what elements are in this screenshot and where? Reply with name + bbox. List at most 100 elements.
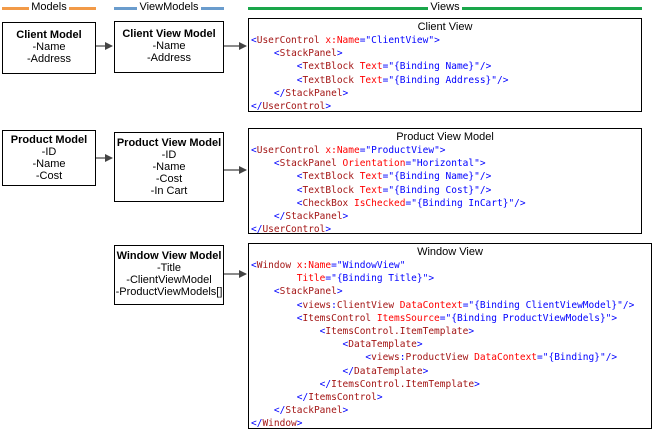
- code-token: </: [251, 224, 263, 236]
- code-token: ">: [605, 312, 618, 324]
- product-viewmodel-field: -Cost: [155, 173, 183, 185]
- code-token: ItemsSource: [376, 312, 440, 324]
- client-view-title: Client View: [417, 21, 473, 33]
- code-token: >: [422, 365, 429, 377]
- code-token: ClientView: [371, 35, 429, 46]
- code-token: <: [251, 35, 257, 46]
- code-token: "/>: [474, 61, 492, 73]
- code-token: </: [296, 392, 309, 404]
- code-line: </StackPanel>: [251, 404, 651, 417]
- code-token: ClientView: [336, 299, 400, 311]
- code-token: [251, 61, 297, 72]
- code-token: =": [325, 273, 337, 285]
- code-token: "/>: [474, 171, 492, 183]
- code-token: <: [296, 61, 303, 73]
- code-token: views: [371, 352, 400, 364]
- code-token: Title: [296, 273, 326, 285]
- code-token: <: [342, 339, 349, 351]
- code-line: <TextBlock Text="{Binding Name}"/>: [251, 60, 641, 73]
- code-token: StackPanel: [279, 286, 337, 298]
- code-token: =": [382, 171, 395, 183]
- code-token: ItemsControl.ItemTemplate: [331, 378, 475, 390]
- code-token: =": [331, 260, 343, 271]
- code-token: >: [342, 87, 349, 99]
- client-model-field: -Name: [32, 41, 66, 53]
- code-token: WindowView: [342, 260, 400, 271]
- code-token: </: [273, 405, 286, 417]
- code-token: =": [405, 158, 417, 170]
- window-viewmodel-field: -Title: [156, 262, 182, 274]
- product-model-field: -Cost: [35, 170, 63, 182]
- client-model-field: -Address: [26, 53, 72, 65]
- code-token: Window: [262, 418, 297, 430]
- code-token: [251, 352, 365, 363]
- code-token: <: [296, 171, 303, 183]
- code-token: <: [273, 286, 280, 298]
- models-header: Models: [2, 1, 96, 15]
- code-token: >: [336, 48, 343, 60]
- code-line: <views:ProductView DataContext="{Binding…: [251, 351, 651, 364]
- product-model-field: -ID: [41, 146, 57, 158]
- code-line: <StackPanel>: [251, 285, 651, 298]
- product-model-field: -Name: [32, 158, 66, 170]
- window-view-code: <Window x:Name="WindowView" Title="{Bind…: [249, 259, 651, 431]
- code-line: <CheckBox IsChecked="{Binding InCart}"/>: [251, 197, 641, 210]
- code-line: </ItemsControl.ItemTemplate>: [251, 378, 651, 391]
- window-viewmodel-field: -ClientViewModel: [126, 274, 212, 286]
- code-token: ItemsControl: [302, 312, 377, 324]
- client-viewmodel-field: -Address: [146, 52, 192, 64]
- code-token: <: [296, 184, 303, 196]
- code-token: </: [273, 87, 286, 99]
- code-line: <TextBlock Text="{Binding Name}"/>: [251, 170, 641, 183]
- code-token: [251, 339, 343, 350]
- code-token: IsChecked: [353, 197, 406, 209]
- code-token: =": [359, 35, 372, 46]
- code-token: >: [325, 224, 332, 236]
- code-token: {Binding Address}: [394, 74, 492, 86]
- code-token: <: [251, 145, 257, 156]
- code-token: StackPanel: [285, 405, 343, 417]
- code-line: <views:ClientView DataContext="{Binding …: [251, 299, 651, 312]
- code-token: DataTemplate: [348, 339, 417, 351]
- product-view-code: <UserControl x:Name="ProductView"> <Stac…: [249, 144, 641, 236]
- code-token: "/>: [491, 74, 509, 86]
- code-token: >: [474, 378, 480, 390]
- window-viewmodel-box: Window View Model -Title -ClientViewMode…: [114, 245, 224, 305]
- product-viewmodel-field: -ID: [161, 149, 177, 161]
- code-token: DataTemplate: [353, 365, 423, 377]
- code-token: [251, 366, 343, 377]
- code-token: Text: [359, 74, 383, 86]
- viewmodels-header: ViewModels: [114, 1, 224, 15]
- code-token: </: [319, 378, 332, 390]
- code-token: UserControl: [256, 35, 326, 46]
- code-line: <StackPanel Orientation="Horizontal">: [251, 157, 641, 170]
- code-token: Text: [359, 171, 383, 183]
- code-token: TextBlock: [302, 74, 360, 86]
- product-viewmodel-field: -Name: [152, 161, 186, 173]
- code-token: ">: [422, 273, 435, 285]
- code-token: [251, 379, 320, 390]
- code-token: "/>: [617, 299, 635, 311]
- code-token: x:Name: [296, 260, 332, 271]
- code-token: =": [359, 145, 372, 156]
- code-token: </: [251, 101, 263, 113]
- code-token: <: [319, 326, 326, 338]
- code-token: [251, 48, 274, 59]
- code-token: </: [342, 365, 354, 377]
- code-token: x:Name: [325, 145, 360, 156]
- code-token: CheckBox: [302, 197, 354, 209]
- code-token: {Binding ProductViewModels}: [451, 312, 606, 324]
- code-line: <TextBlock Text="{Binding Address}"/>: [251, 74, 641, 87]
- code-token: ">: [434, 145, 446, 156]
- product-view-title: Product View Model: [396, 131, 494, 143]
- code-line: </UserControl>: [251, 100, 641, 113]
- window-viewmodel-field: -ProductViewModels[]: [115, 286, 223, 298]
- code-token: =": [537, 352, 549, 364]
- code-token: "/>: [474, 184, 492, 196]
- code-token: [251, 185, 297, 196]
- code-token: TextBlock: [302, 61, 360, 73]
- code-token: =": [405, 197, 417, 209]
- code-token: ItemsControl: [308, 392, 377, 404]
- code-token: <: [296, 74, 303, 86]
- code-token: [251, 392, 297, 403]
